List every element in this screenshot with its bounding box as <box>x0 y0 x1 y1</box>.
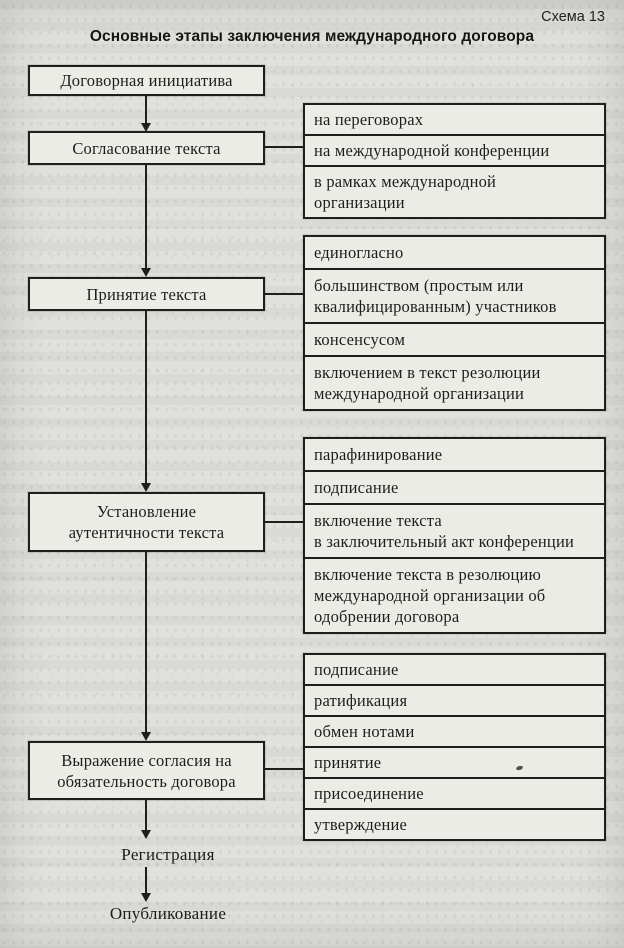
flow-arrow-6-icon <box>141 867 151 902</box>
scheme-number-label: Схема 13 <box>541 9 605 25</box>
options-group-text-adoption: единогласно большинством (простым или кв… <box>303 235 606 411</box>
option-ratification: ратификация <box>305 684 604 715</box>
options-group-text-authentication: парафинирование подписание включение тек… <box>303 437 606 634</box>
option-signing: подписание <box>305 470 604 503</box>
option-by-majority: большинством (простым или квалифицирован… <box>305 268 604 322</box>
stage-box-consent-to-be-bound: Выражение согласия на обязательность дог… <box>28 741 265 800</box>
option-exchange-of-notes: обмен нотами <box>305 715 604 746</box>
options-group-text-agreement: на переговорах на международной конферен… <box>303 103 606 219</box>
stage-publication: Опубликование <box>109 904 227 923</box>
flow-arrow-1-icon <box>141 96 151 132</box>
option-negotiations: на переговорах <box>314 110 424 129</box>
stage-box-text-adoption: Принятие текста <box>28 277 265 311</box>
connector-consent-options <box>265 768 305 770</box>
option-within-international-organization: в рамках международной организации <box>305 165 604 217</box>
option-international-conference: на международной конференции <box>305 134 604 165</box>
option-inclusion-in-approval-resolution: включение текста в резолюцию международн… <box>305 557 604 632</box>
option-unanimously: единогласно <box>314 243 404 262</box>
option-signature: подписание <box>314 660 399 679</box>
stage-registration: Регистрация <box>121 845 215 864</box>
stage-box-text-authentication: Установление аутентичности текста <box>28 492 265 552</box>
diagram-title: Основные этапы заключения международного… <box>89 28 535 45</box>
option-acceptance: принятие <box>305 746 604 777</box>
option-initialling: парафинирование <box>314 445 443 464</box>
flow-arrow-5-icon <box>141 800 151 839</box>
option-inclusion-in-resolution-text: включением в текст резолюции международн… <box>305 355 604 409</box>
stage-box-treaty-initiative: Договорная инициатива <box>28 65 265 96</box>
flow-arrow-2-icon <box>141 165 151 277</box>
connector-adoption-options <box>265 293 305 295</box>
flow-arrow-3-icon <box>141 311 151 492</box>
option-by-consensus: консенсусом <box>305 322 604 355</box>
options-group-consent: подписание ратификация обмен нотами прин… <box>303 653 606 841</box>
stage-box-text-agreement: Согласование текста <box>28 131 265 165</box>
option-approval: утверждение <box>305 808 604 839</box>
connector-agreement-options <box>265 146 305 148</box>
flow-arrow-4-icon <box>141 552 151 741</box>
connector-authentication-options <box>265 521 305 523</box>
option-inclusion-in-final-act: включение текста в заключительный акт ко… <box>305 503 604 557</box>
option-accession: присоединение <box>305 777 604 808</box>
